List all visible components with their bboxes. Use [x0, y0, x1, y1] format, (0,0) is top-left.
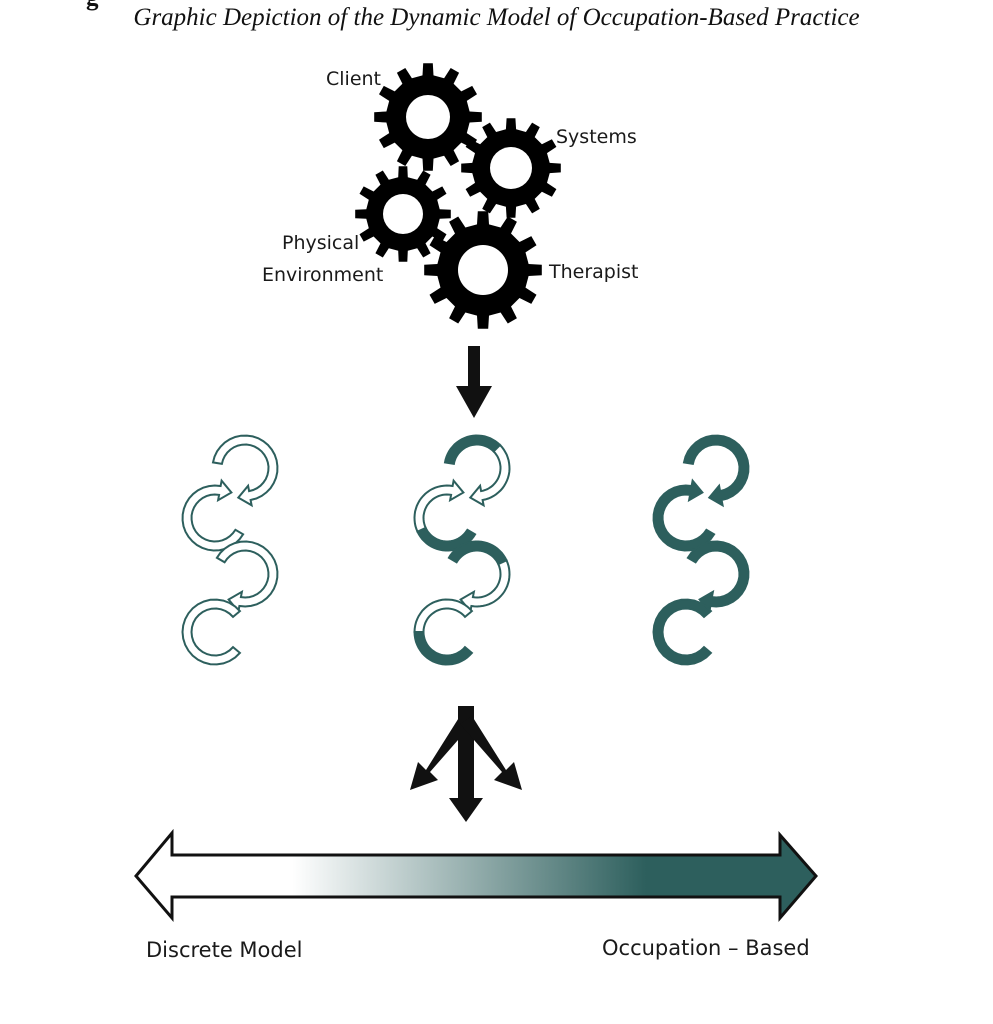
- occupation-based-label: Occupation – Based: [602, 936, 810, 960]
- gear-hole: [383, 194, 423, 234]
- systems-gear-icon: [461, 118, 561, 218]
- therapist-gear-icon: [424, 211, 542, 329]
- discrete-model-label: Discrete Model: [146, 938, 303, 962]
- three-way-arrow-icon: [410, 706, 522, 822]
- cycle-arrow-segment: [181, 478, 245, 552]
- environment-label: Environment: [262, 264, 384, 286]
- cycle-arrow-segment: [211, 434, 279, 508]
- cycle-arrow-segment: [413, 598, 474, 633]
- physical-label: Physical: [282, 232, 360, 254]
- down-arrow-icon: [456, 346, 492, 418]
- discrete-cycle-chain: [181, 434, 279, 666]
- client-gear-icon: [374, 63, 482, 171]
- client-label: Client: [326, 68, 382, 90]
- cycle-arrow-segment: [443, 434, 502, 466]
- gear-hole: [406, 95, 450, 139]
- cycle-arrow-segment: [652, 598, 713, 666]
- cycle-arrow-segment: [682, 434, 750, 508]
- therapist-label: Therapist: [549, 261, 639, 283]
- figure-title: Graphic Depiction of the Dynamic Model o…: [133, 4, 860, 31]
- spectrum-double-arrow: [134, 828, 818, 923]
- systems-label: Systems: [556, 126, 637, 148]
- cycle-arrow-segment: [181, 598, 242, 666]
- cycle-arrow-segment: [468, 443, 511, 508]
- cycle-arrow-segment: [413, 631, 474, 666]
- figure-heading-fragment: g: [86, 0, 99, 12]
- gear-hole: [490, 147, 532, 189]
- mixed-cycle-chain: [413, 434, 511, 666]
- cycle-arrow-segment: [413, 478, 465, 534]
- cycle-arrow-segment: [652, 478, 716, 552]
- physical-environment-gear-icon: [355, 166, 451, 262]
- occupation-cycle-chain: [652, 434, 750, 666]
- gear-hole: [458, 245, 508, 295]
- cycle-arrow-segment: [459, 558, 511, 614]
